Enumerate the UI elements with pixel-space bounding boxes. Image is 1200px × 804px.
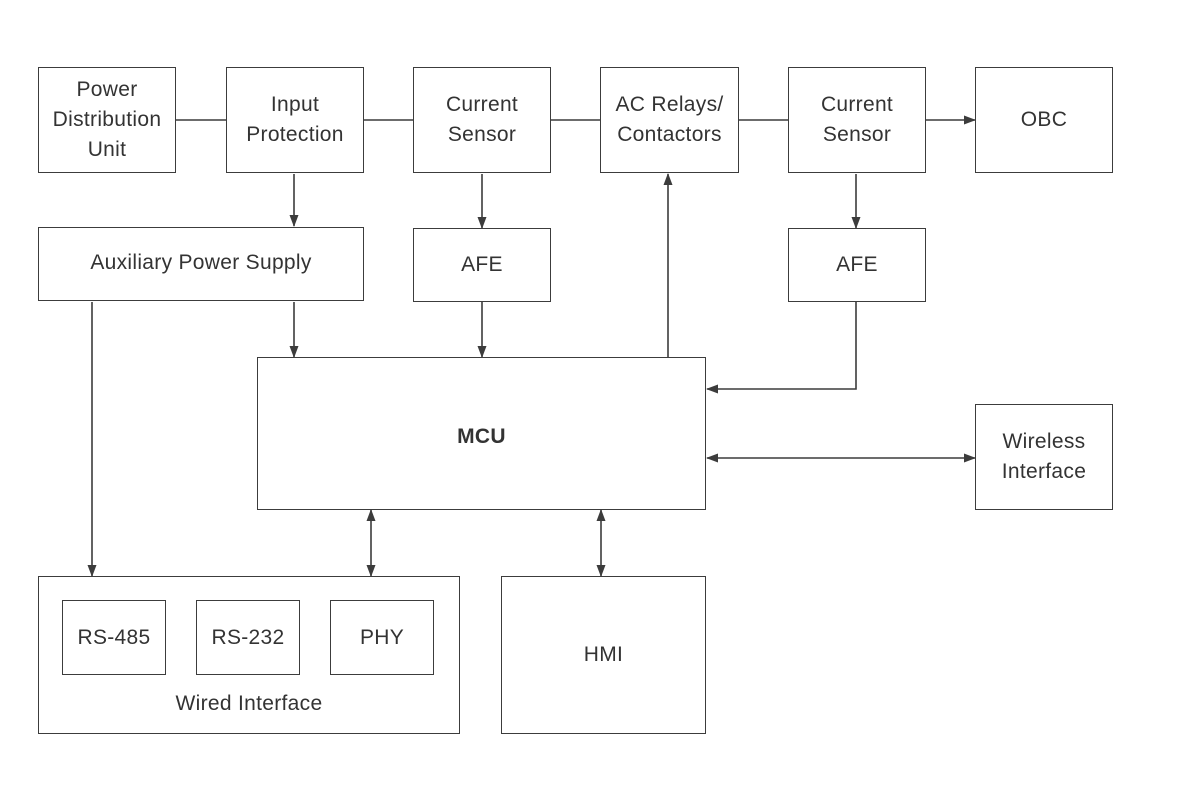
afe-2-to-mcu-arrow [706, 302, 857, 394]
ac-relays-contactors-block: AC Relays/ Contactors [600, 67, 739, 173]
mcu-label: MCU [457, 425, 506, 448]
auxiliary-power-supply-block: Auxiliary Power Supply [38, 227, 364, 301]
input-protection-label: Input Protection [246, 93, 344, 146]
wireless-interface-label: Wireless Interface [1001, 430, 1087, 483]
rs232-block: RS-232 [196, 600, 300, 675]
afe-2-block: AFE [788, 228, 926, 302]
obc-label: OBC [1020, 108, 1068, 131]
current-sensor-block: Current Sensor [413, 67, 551, 173]
phy-label: PHY [359, 625, 405, 649]
afe-label: AFE [461, 253, 503, 276]
current-sensor-label: Current Sensor [445, 93, 519, 146]
wireless-interface-block: Wireless Interface [975, 404, 1113, 510]
wired-interface-group [38, 576, 460, 734]
ac-relays-contactors-label: AC Relays/ Contactors [615, 93, 724, 146]
afe-block: AFE [413, 228, 551, 302]
current-sensor-2-label: Current Sensor [820, 93, 894, 146]
phy-block: PHY [330, 600, 434, 675]
rs485-label: RS-485 [77, 625, 151, 649]
hmi-label: HMI [583, 643, 624, 666]
power-distribution-unit-label: Power Distribution Unit [52, 78, 162, 161]
mcu-block: MCU [257, 357, 706, 510]
hmi-block: HMI [501, 576, 706, 734]
obc-block: OBC [975, 67, 1113, 173]
rs485-block: RS-485 [62, 600, 166, 675]
afe-2-label: AFE [836, 253, 878, 276]
auxiliary-power-supply-label: Auxiliary Power Supply [90, 251, 312, 274]
power-distribution-unit-block: Power Distribution Unit [38, 67, 176, 173]
wired-interface-label: Wired Interface [175, 692, 323, 715]
current-sensor-2-block: Current Sensor [788, 67, 926, 173]
rs232-label: RS-232 [211, 625, 285, 649]
input-protection-block: Input Protection [226, 67, 364, 173]
